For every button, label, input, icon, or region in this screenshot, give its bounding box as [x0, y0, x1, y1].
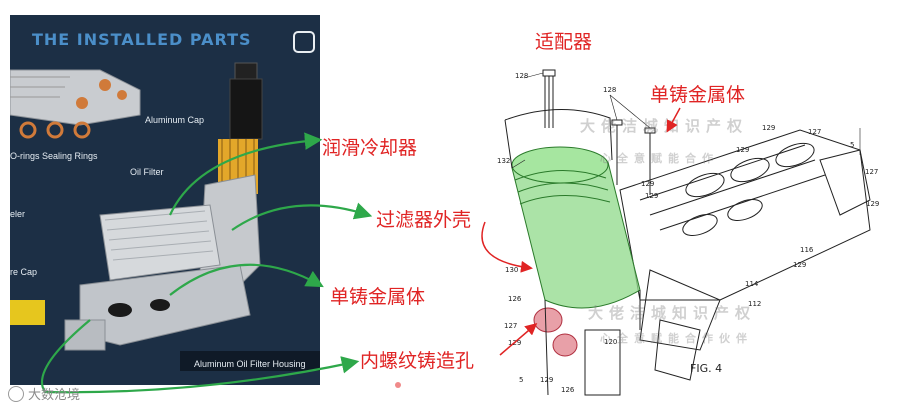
ref-129-h: 129 [540, 376, 553, 384]
label-threaded-hole: 内螺纹铸造孔 [360, 350, 475, 372]
ref-128-b: 128 [603, 86, 616, 94]
ref-127-b: 127 [865, 168, 878, 176]
ref-5-b: 5 [519, 376, 523, 384]
footer-logo-icon [8, 385, 24, 402]
ref-132: 132 [497, 157, 510, 165]
part-label-aluminum-cap: Aluminum Cap [145, 115, 205, 125]
ref-129-f: 129 [793, 261, 806, 269]
footer-watermark: 大数沧境 [8, 384, 80, 403]
part-label-o-rings: O-rings Sealing Rings [10, 151, 98, 161]
ref-128-a: 128 [515, 72, 528, 80]
ref-129-g: 129 [508, 339, 521, 347]
figure-label: FIG. 4 [690, 362, 722, 375]
leader-lines [511, 72, 861, 169]
ref-129-c: 129 [641, 180, 654, 188]
label-filter-shell: 过滤器外壳 [376, 209, 472, 231]
expand-button[interactable] [293, 31, 315, 53]
watermark-2: 心全意赋能合作 [600, 152, 719, 165]
ref-129-d: 129 [645, 192, 658, 200]
label-adapter: 适配器 [535, 31, 593, 53]
o-rings [19, 121, 91, 139]
red-dot [395, 382, 401, 388]
ref-129-b: 129 [736, 146, 749, 154]
highlight-threaded-hole [533, 307, 578, 357]
ref-129-e: 129 [866, 200, 879, 208]
yellow-part [10, 300, 45, 325]
ref-127-c: 127 [504, 322, 517, 330]
part-label-oil-filter: Oil Filter [130, 167, 164, 177]
ref-126-a: 126 [508, 295, 522, 303]
ref-5-a: 5 [850, 141, 854, 149]
manifold-body [584, 129, 871, 396]
watermark-1: 大佬洁城知识产权 [580, 117, 749, 135]
panel-header: THE INSTALLED PARTS [32, 30, 252, 49]
part-label-cooler: eler [10, 209, 26, 219]
label-single-cast-body-top: 单铸金属体 [650, 84, 746, 106]
ref-112: 112 [748, 300, 761, 308]
watermark-3: 大佬洁城知识产权 [588, 304, 757, 322]
ref-120: 120 [604, 338, 617, 346]
label-oil-cooler: 润滑冷却器 [322, 137, 418, 159]
footer-text: 大数沧境 [28, 388, 81, 403]
ref-126-b: 126 [561, 386, 575, 394]
highlight-filter-shell [511, 146, 641, 309]
ref-127-a: 127 [808, 128, 821, 136]
drawing-body-lines [504, 108, 641, 396]
watermark-4: 心全意赋能合作伙伴 [600, 332, 753, 345]
ref-130: 130 [505, 266, 518, 274]
part-label-cap: re Cap [10, 267, 38, 277]
ref-114: 114 [745, 280, 759, 288]
oil-cooler-rendering-top [10, 69, 141, 126]
ref-129-a: 129 [762, 124, 775, 132]
bolts [542, 69, 656, 195]
ref-116: 116 [800, 246, 814, 254]
label-single-cast-body-mid: 单铸金属体 [330, 286, 426, 308]
